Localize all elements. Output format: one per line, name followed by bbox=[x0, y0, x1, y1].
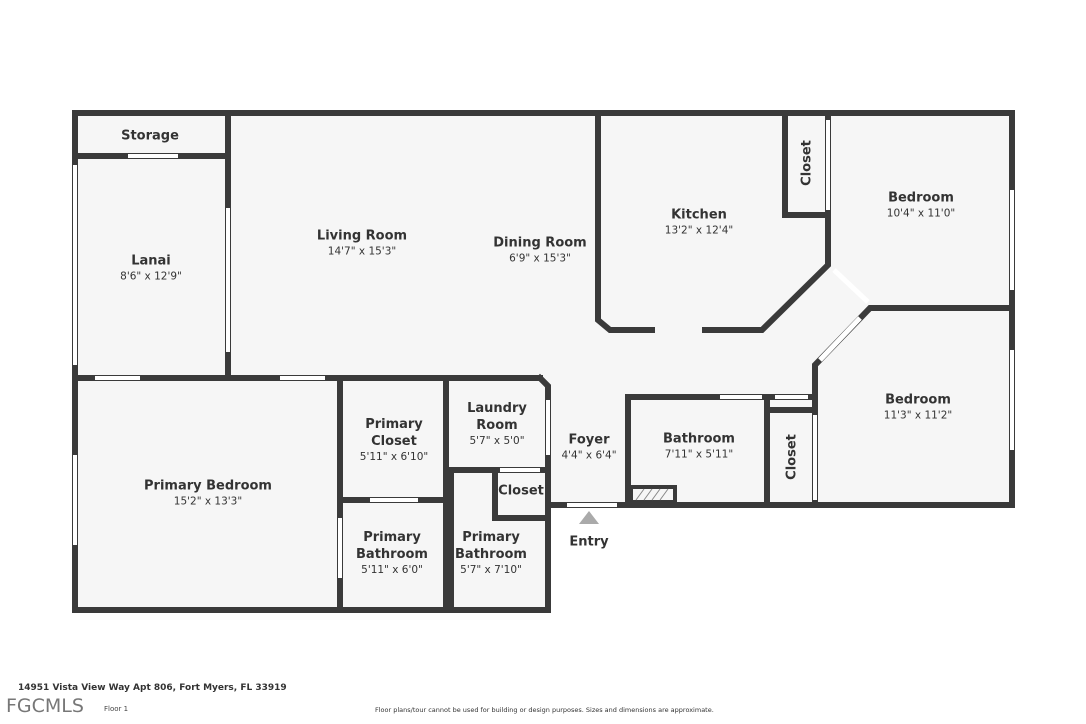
room-name: Primary Closet bbox=[365, 417, 423, 449]
entry-label: Entry bbox=[569, 534, 609, 550]
logo: FGCMLS bbox=[6, 695, 84, 717]
room-dimensions: 11'3" x 11'2" bbox=[883, 409, 953, 422]
room-dimensions: 13'2" x 12'4" bbox=[664, 224, 734, 237]
room-name: Bedroom bbox=[885, 392, 951, 408]
hatch-fixture bbox=[635, 488, 669, 501]
room-name: Bedroom bbox=[888, 190, 954, 206]
room-dimensions: 5'7" x 5'0" bbox=[469, 435, 525, 447]
room-label: Primary Closet 5'11" x 6'10" bbox=[360, 416, 428, 464]
room-dimensions: 7'11" x 5'11" bbox=[664, 448, 734, 461]
floor-label: Floor 1 bbox=[104, 705, 129, 713]
address: 14951 Vista View Way Apt 806, Fort Myers… bbox=[18, 683, 287, 693]
room-dimensions: 6'9" x 15'3" bbox=[509, 252, 571, 265]
room-dimensions: 14'7" x 15'3" bbox=[327, 245, 397, 258]
room-name: Foyer bbox=[568, 432, 610, 448]
room-dimensions: 5'7" x 7'10" bbox=[460, 564, 522, 576]
entry-arrow-icon bbox=[579, 511, 599, 524]
room-name: Lanai bbox=[131, 253, 171, 269]
room-label: Primary Bathroom 5'7" x 7'10" bbox=[455, 529, 527, 577]
room-name: Closet bbox=[799, 140, 815, 186]
room-label: Storage bbox=[121, 128, 179, 145]
room-label: Closet bbox=[799, 140, 816, 186]
room-dimensions: 5'11" x 6'0" bbox=[361, 564, 423, 576]
room-label: Closet bbox=[784, 434, 801, 480]
room-dimensions: 4'4" x 6'4" bbox=[561, 449, 617, 462]
room-dimensions: 15'2" x 13'3" bbox=[173, 495, 243, 508]
room-name: Primary Bedroom bbox=[144, 478, 272, 494]
room-label: Primary Bathroom 5'11" x 6'0" bbox=[356, 529, 428, 577]
room-name: Bathroom bbox=[663, 431, 735, 447]
room-dimensions: 8'6" x 12'9" bbox=[120, 270, 182, 283]
room-label: Laundry Room 5'7" x 5'0" bbox=[467, 400, 527, 448]
room-name: Closet bbox=[784, 434, 800, 480]
room-dimensions: 10'4" x 11'0" bbox=[886, 207, 956, 220]
room-name: Closet bbox=[498, 483, 544, 499]
room-name: Primary Bathroom bbox=[356, 530, 428, 562]
room-name: Primary Bathroom bbox=[455, 530, 527, 562]
openings bbox=[73, 120, 1014, 578]
room-name: Living Room bbox=[316, 228, 408, 244]
disclaimer: Floor plans/tour cannot be used for buil… bbox=[375, 706, 714, 714]
room-name: Laundry Room bbox=[467, 401, 527, 433]
room-name: Storage bbox=[121, 128, 179, 144]
room-name: Kitchen bbox=[671, 207, 727, 223]
room-label: Closet bbox=[498, 483, 544, 500]
room-dimensions: 5'11" x 6'10" bbox=[359, 451, 429, 463]
room-name: Dining Room bbox=[493, 235, 587, 251]
